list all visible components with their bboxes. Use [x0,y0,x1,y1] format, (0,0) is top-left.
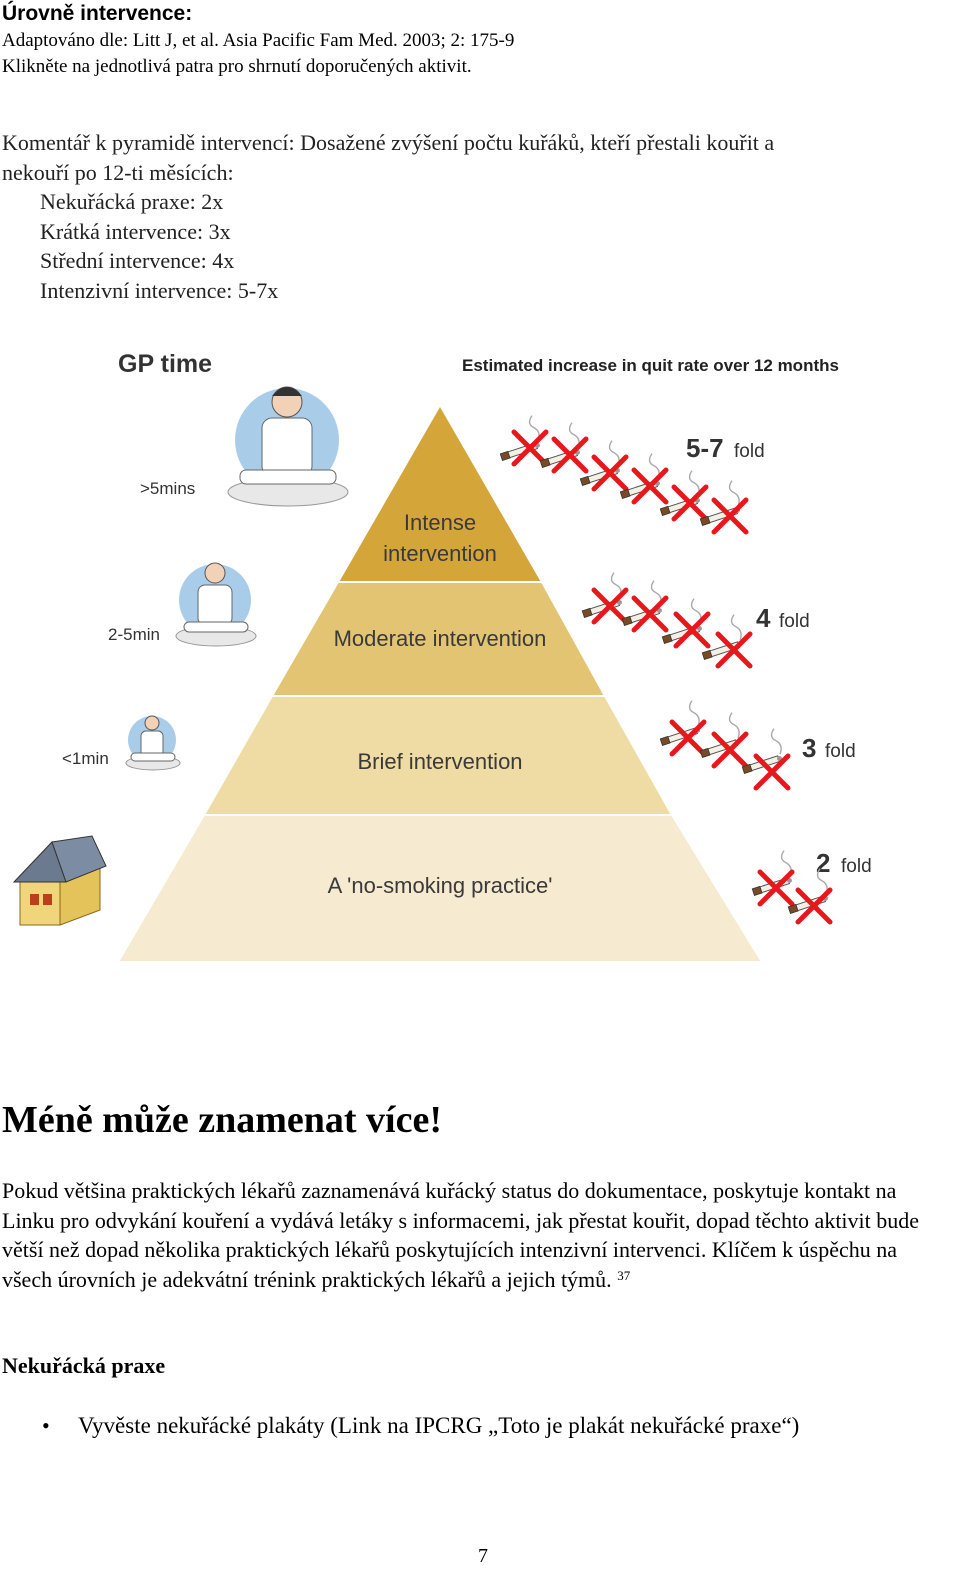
tier-no-smoking-practice[interactable] [116,814,764,963]
subheading-no-smoking-practice: Nekuřácká praxe [2,1353,166,1378]
section-paragraph: Pokud většina praktických lékařů zazname… [2,1176,952,1294]
commentary-block: Komentář k pyramidě intervencí: Dosažené… [2,128,774,305]
page-number: 7 [478,1545,488,1567]
bullet-item-posters[interactable]: Vyvěste nekuřácké plakáty (Link na IPCRG… [78,1413,800,1438]
house-icon [12,835,107,926]
intervention-pyramid-diagram: GP time Estimated increase in quit rate … [12,350,872,963]
fold-number-moderate: 4 [756,603,771,633]
fold-number-intense: 5-7 [686,433,724,463]
fold-word-no-smoking: fold [841,856,872,877]
paragraph-text: Pokud většina praktických lékařů zazname… [2,1178,920,1292]
section-heading: Méně může znamenat více! [2,1099,443,1141]
commentary-item: Krátká intervence: 3x [40,218,231,244]
gp-time-label: GP time [118,350,212,378]
source-citation: Adaptováno dle: Litt J, et al. Asia Paci… [2,30,515,51]
tier-label-brief: Brief intervention [357,749,522,774]
fold-word-moderate: fold [779,611,810,632]
bullet-icon: • [42,1413,50,1438]
fold-number-brief: 3 [802,733,816,763]
commentary-intro: Komentář k pyramidě intervencí: Dosažené… [2,130,775,155]
time-label-intense: >5mins [140,479,195,498]
commentary-intro-cont: nekouří po 12-ti měsících: [2,159,234,185]
time-label-moderate: 2-5min [108,625,160,644]
crossed-cigarette-icons-brief [651,699,788,788]
tier-label-moderate: Moderate intervention [334,626,547,651]
tier-label-intense: Intense [404,510,476,535]
fold-word-intense: fold [734,441,765,462]
commentary-item: Nekuřácká praxe: 2x [40,189,224,214]
fold-word-brief: fold [825,741,856,762]
tier-label-intense-2: intervention [383,541,497,566]
footnote-reference[interactable]: 37 [617,1267,631,1283]
time-label-brief: <1min [62,749,109,768]
instruction-text: Klikněte na jednotlivá patra pro shrnutí… [2,56,472,77]
page-title: Úrovně intervence: [2,2,193,25]
doctor-large-icon [227,386,349,507]
commentary-item: Střední intervence: 4x [40,248,235,273]
crossed-cigarette-icons-moderate [573,571,750,666]
tier-label-no-smoking: A 'no-smoking practice' [328,873,553,898]
doctor-small-icon [125,715,181,771]
doctor-medium-icon [175,562,257,647]
commentary-item: Intenzivní intervence: 5-7x [40,277,279,303]
estimated-increase-label: Estimated increase in quit rate over 12 … [462,356,839,375]
